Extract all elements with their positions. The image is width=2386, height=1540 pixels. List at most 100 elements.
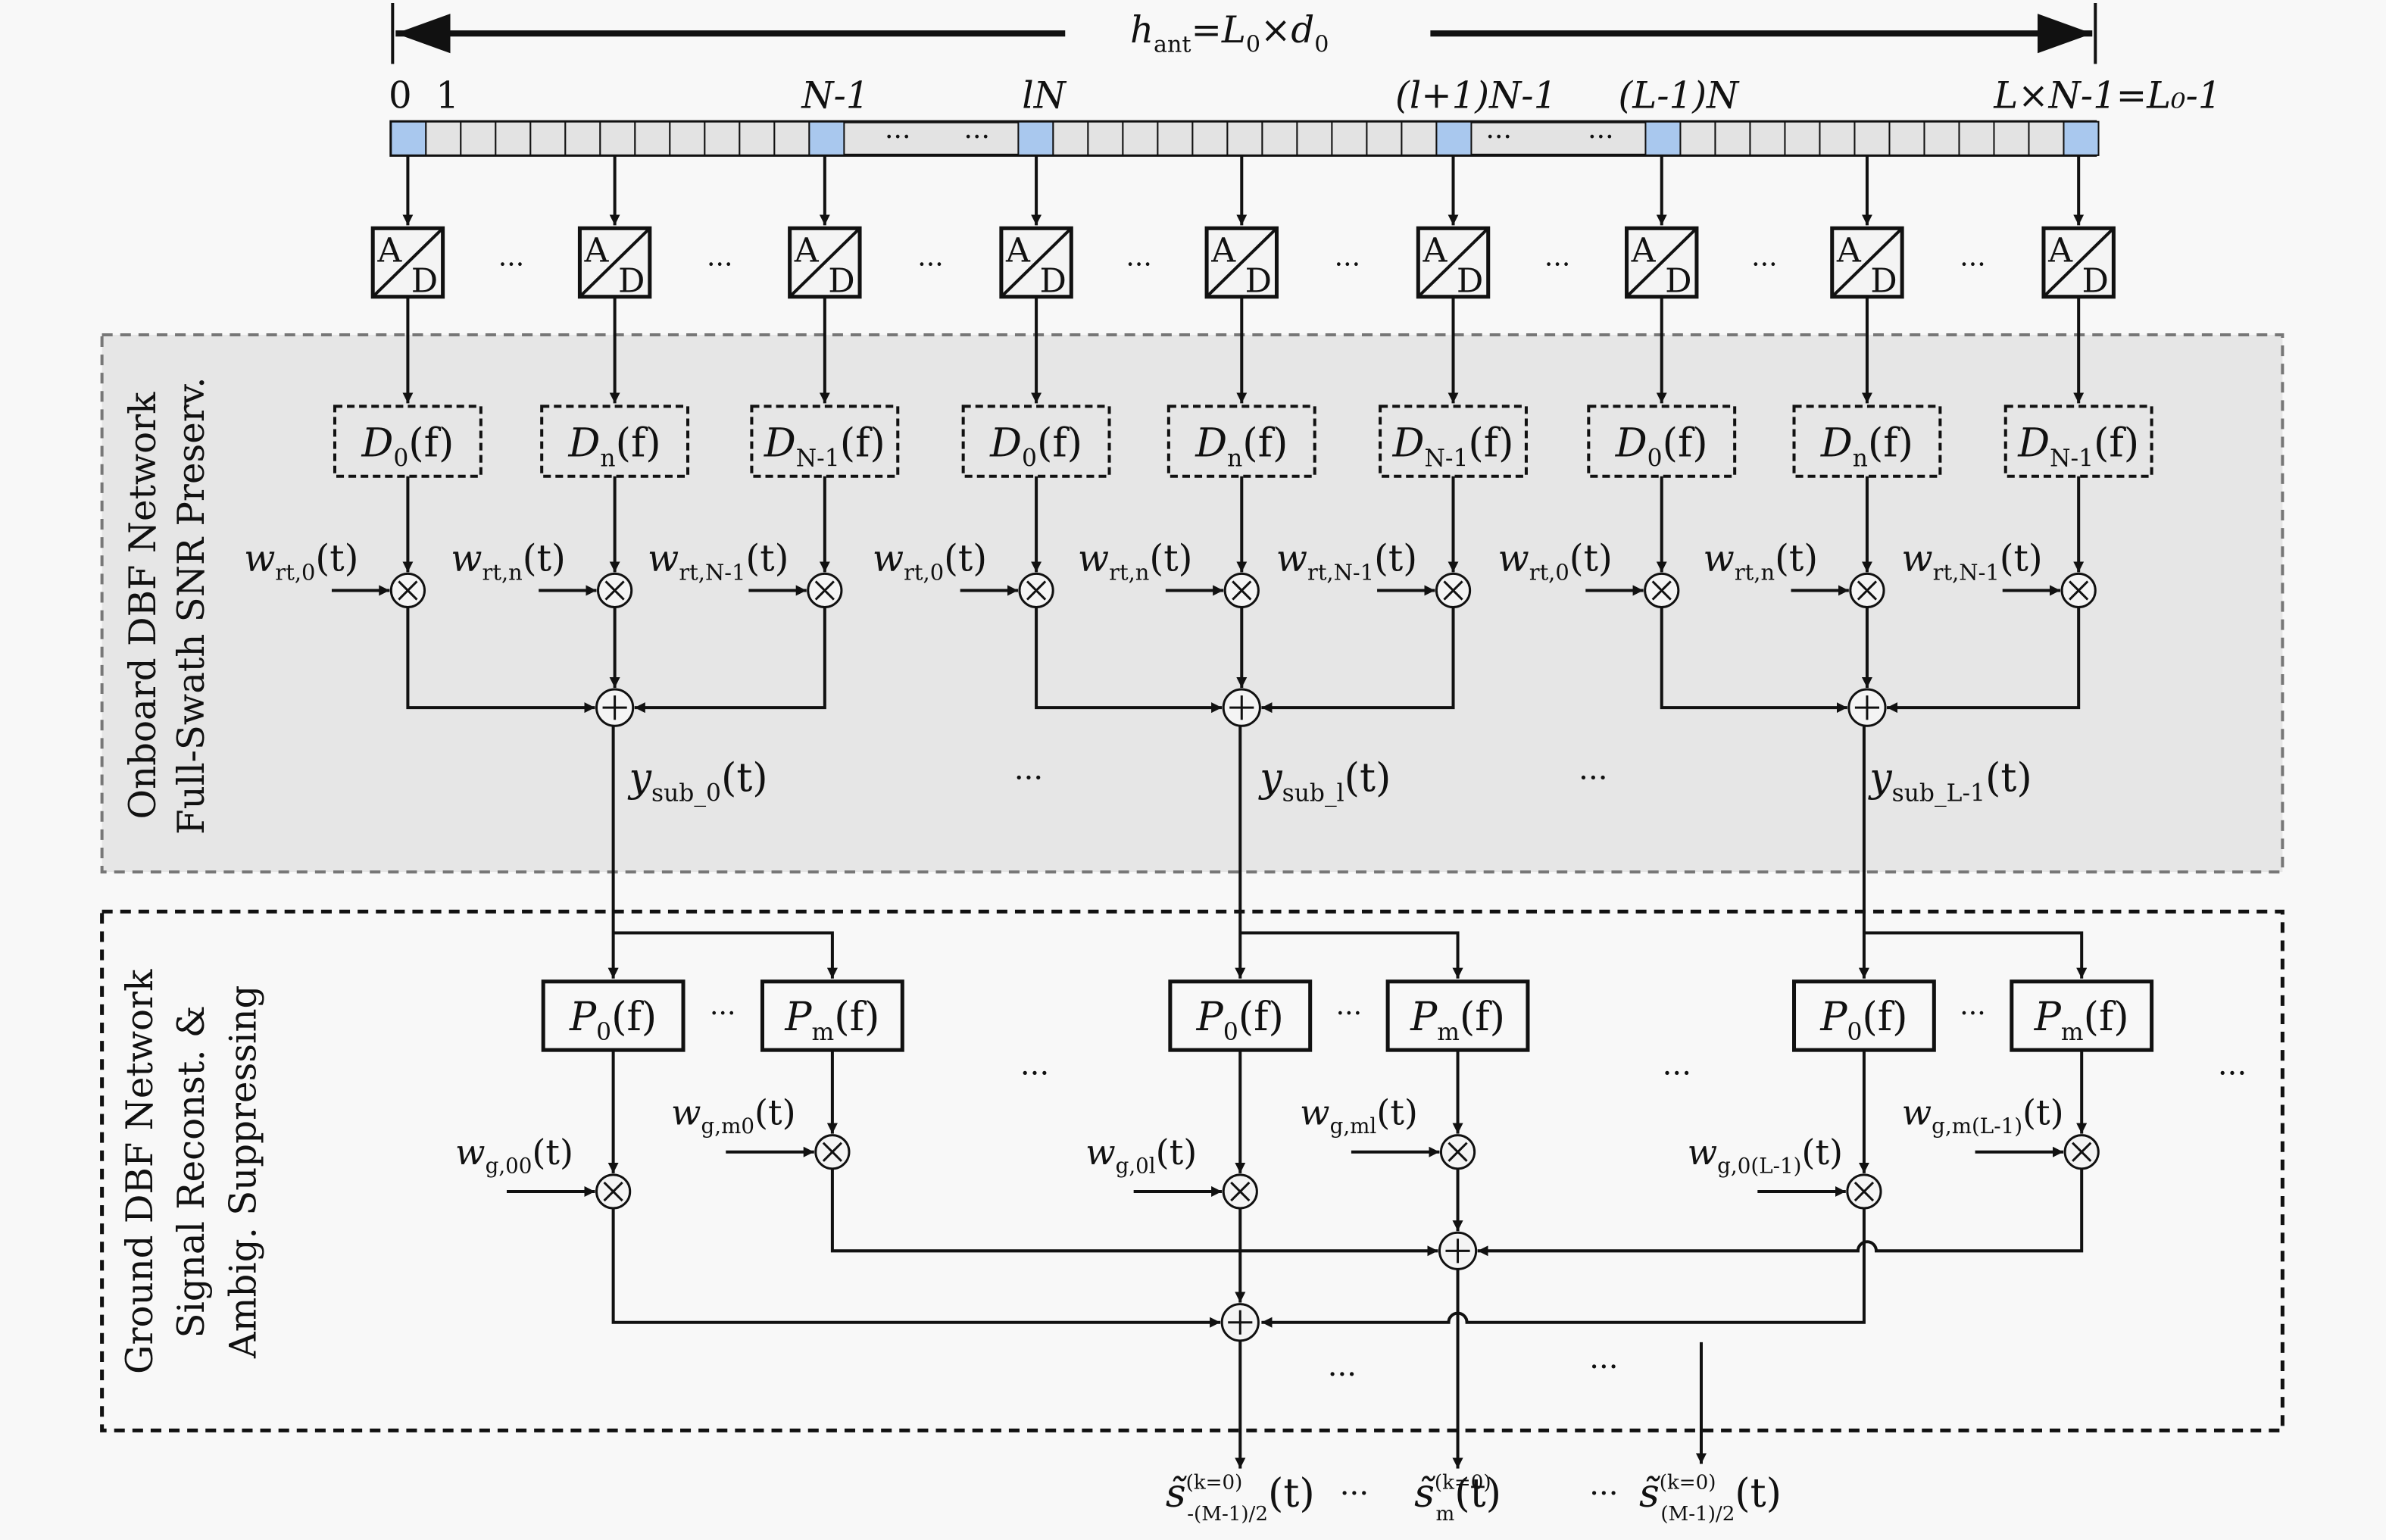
antenna-element	[1157, 120, 1194, 156]
adc-diagonal	[2042, 226, 2115, 298]
adc-label-d: D	[1457, 262, 1483, 301]
antenna-element-selected	[808, 120, 845, 156]
ellipsis: ···	[1328, 1357, 1357, 1392]
ellipsis: ···	[710, 997, 735, 1029]
adc-diagonal	[1205, 226, 1278, 298]
adc-label-d: D	[828, 262, 854, 301]
adc-label-a: A	[1005, 232, 1031, 270]
reconstructed-signal-label: s̃(k=0)(M-1)/2(t)	[1639, 1471, 1782, 1526]
ellipsis: ···	[1663, 1056, 1691, 1091]
adc-label-a: A	[1210, 232, 1236, 270]
multiply-icon	[1230, 1181, 1251, 1202]
antenna-element	[529, 120, 567, 156]
antenna-element	[1714, 120, 1751, 156]
ellipsis: ···	[707, 248, 732, 281]
combine-line	[406, 607, 595, 714]
combine-line	[1261, 1208, 1866, 1328]
adc-label-a: A	[794, 232, 820, 270]
array-ellipsis: ···	[963, 120, 989, 153]
reconstruction-filter-label: P0(f)	[1819, 995, 1907, 1046]
plus-icon	[1229, 695, 1254, 720]
antenna-element	[1226, 120, 1263, 156]
antenna-element	[495, 120, 532, 156]
antenna-element	[1749, 120, 1786, 156]
combine-line	[1887, 607, 2081, 714]
subarray-output-label: ysub_l(t)	[1258, 756, 1391, 807]
adc-diagonal	[1831, 226, 1903, 298]
multiply-icon	[1651, 580, 1672, 601]
delay-filter-block	[961, 405, 1111, 478]
antenna-element	[1191, 120, 1229, 156]
multiply-icon	[1443, 580, 1463, 601]
ellipsis: ···	[1335, 248, 1360, 281]
multiply-icon	[398, 580, 418, 601]
ellipsis: ···	[1336, 997, 1362, 1029]
antenna-element	[425, 120, 462, 156]
combine-line	[1035, 607, 1223, 714]
ellipsis: ···	[1544, 248, 1570, 281]
subarray-output-label: ysub_L-1(t)	[1868, 756, 2032, 807]
adc-label-d: D	[1039, 262, 1066, 301]
element-index-label: L×N-1=L₀-1	[1993, 75, 2221, 117]
array-ellipsis: ···	[885, 120, 910, 153]
branch-line	[613, 931, 838, 979]
adc-diagonal	[371, 226, 445, 298]
array-ellipsis: ···	[1486, 120, 1512, 153]
ellipsis: ···	[1340, 1476, 1369, 1511]
ellipsis: ···	[1126, 248, 1151, 281]
adc-diagonal	[1626, 226, 1698, 298]
plus-icon	[1445, 1239, 1470, 1264]
ground-weight-label: wg,ml(t)	[1300, 1092, 1418, 1139]
delay-filter-label: D0(f)	[361, 421, 454, 473]
adc-diagonal	[789, 226, 861, 298]
multiply-icon	[1232, 580, 1252, 601]
reconstruction-filter-label: P0(f)	[1196, 995, 1284, 1046]
antenna-element	[1888, 120, 1925, 156]
ground-weight-label: wg,0l(t)	[1085, 1132, 1197, 1179]
multiply-icon	[1448, 1142, 1468, 1162]
antenna-element	[1122, 120, 1159, 156]
element-index-label: 1	[436, 75, 459, 117]
plus-icon	[1228, 1310, 1253, 1335]
combine-line	[830, 1168, 1438, 1257]
delay-filter-block	[2003, 405, 2153, 478]
branch-line	[1863, 931, 2088, 979]
delay-filter-label: Dn(f)	[568, 421, 661, 473]
multiply-icon	[604, 580, 625, 601]
antenna-element	[1819, 120, 1856, 156]
delay-filter-label: DN-1(f)	[2017, 421, 2139, 473]
adc-diagonal	[1416, 226, 1490, 298]
multiply-icon	[603, 1181, 623, 1202]
onboard-dbf-region	[100, 333, 2285, 874]
antenna-element-selected	[390, 120, 427, 156]
antenna-element	[599, 120, 636, 156]
antenna-element	[1366, 120, 1403, 156]
multiply-icon	[1857, 580, 1878, 601]
antenna-element	[739, 120, 776, 156]
ground-dbf-region	[100, 909, 2285, 1432]
multiply-icon	[2069, 580, 2089, 601]
multiply-icon	[1026, 580, 1047, 601]
ellipsis: ···	[498, 248, 524, 281]
realtime-weight-label: wrt,0(t)	[873, 537, 987, 585]
ground-weight-label: wg,m(L-1)(t)	[1902, 1092, 2064, 1139]
plus-icon	[1854, 695, 1880, 720]
antenna-element	[1958, 120, 1995, 156]
antenna-element-selected	[1435, 120, 1473, 156]
antenna-element	[1401, 120, 1438, 156]
element-index-label: (l+1)N-1	[1395, 75, 1557, 117]
antenna-element	[704, 120, 741, 156]
adc-label-d: D	[411, 262, 438, 301]
ellipsis: ···	[1014, 761, 1043, 796]
realtime-weight-label: wrt,n(t)	[1078, 537, 1193, 585]
ellipsis: ···	[1589, 1476, 1618, 1511]
antenna-element	[634, 120, 671, 156]
aperture-length-label: hant=L0×d0	[1130, 9, 1329, 58]
realtime-weight-label: wrt,n(t)	[451, 537, 566, 585]
branch-line	[1240, 931, 1463, 979]
adc-diagonal	[579, 226, 651, 298]
antenna-element	[773, 120, 810, 156]
adc-label-a: A	[376, 232, 402, 270]
adc-label-a: A	[584, 232, 610, 270]
